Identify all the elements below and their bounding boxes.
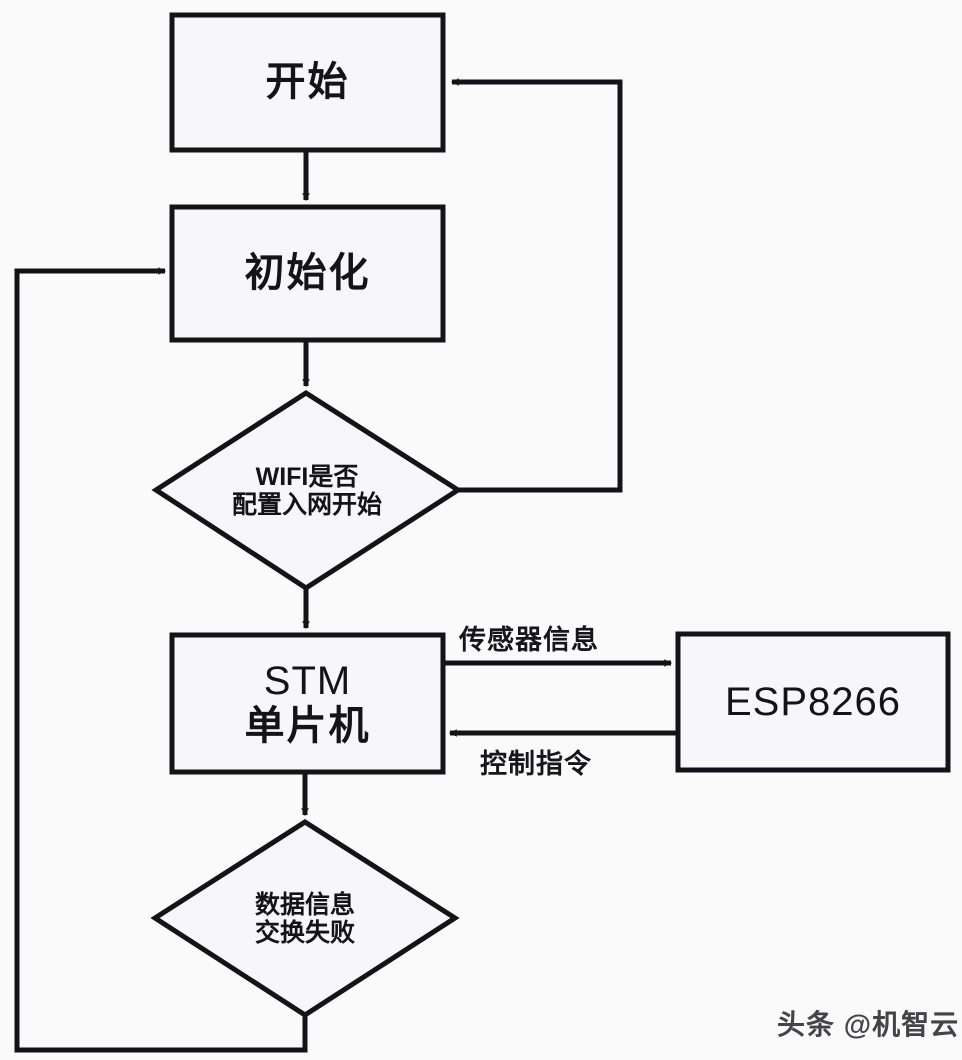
edge-data-decision-to-init-loop: [14, 267, 308, 1053]
edge-wifi-yes-to-start: [450, 78, 623, 493]
node-shape-esp[interactable]: [675, 631, 951, 773]
node-shape-wifi-decision[interactable]: [151, 390, 463, 591]
node-shape-start[interactable]: [169, 12, 446, 153]
watermark: 头条 @机智云: [777, 1003, 959, 1043]
node-shape-init[interactable]: [169, 204, 446, 343]
watermark-text: 头条 @机智云: [777, 1009, 960, 1040]
node-shape-mcu[interactable]: [169, 632, 446, 775]
node-shape-data-decision[interactable]: [150, 819, 460, 1018]
